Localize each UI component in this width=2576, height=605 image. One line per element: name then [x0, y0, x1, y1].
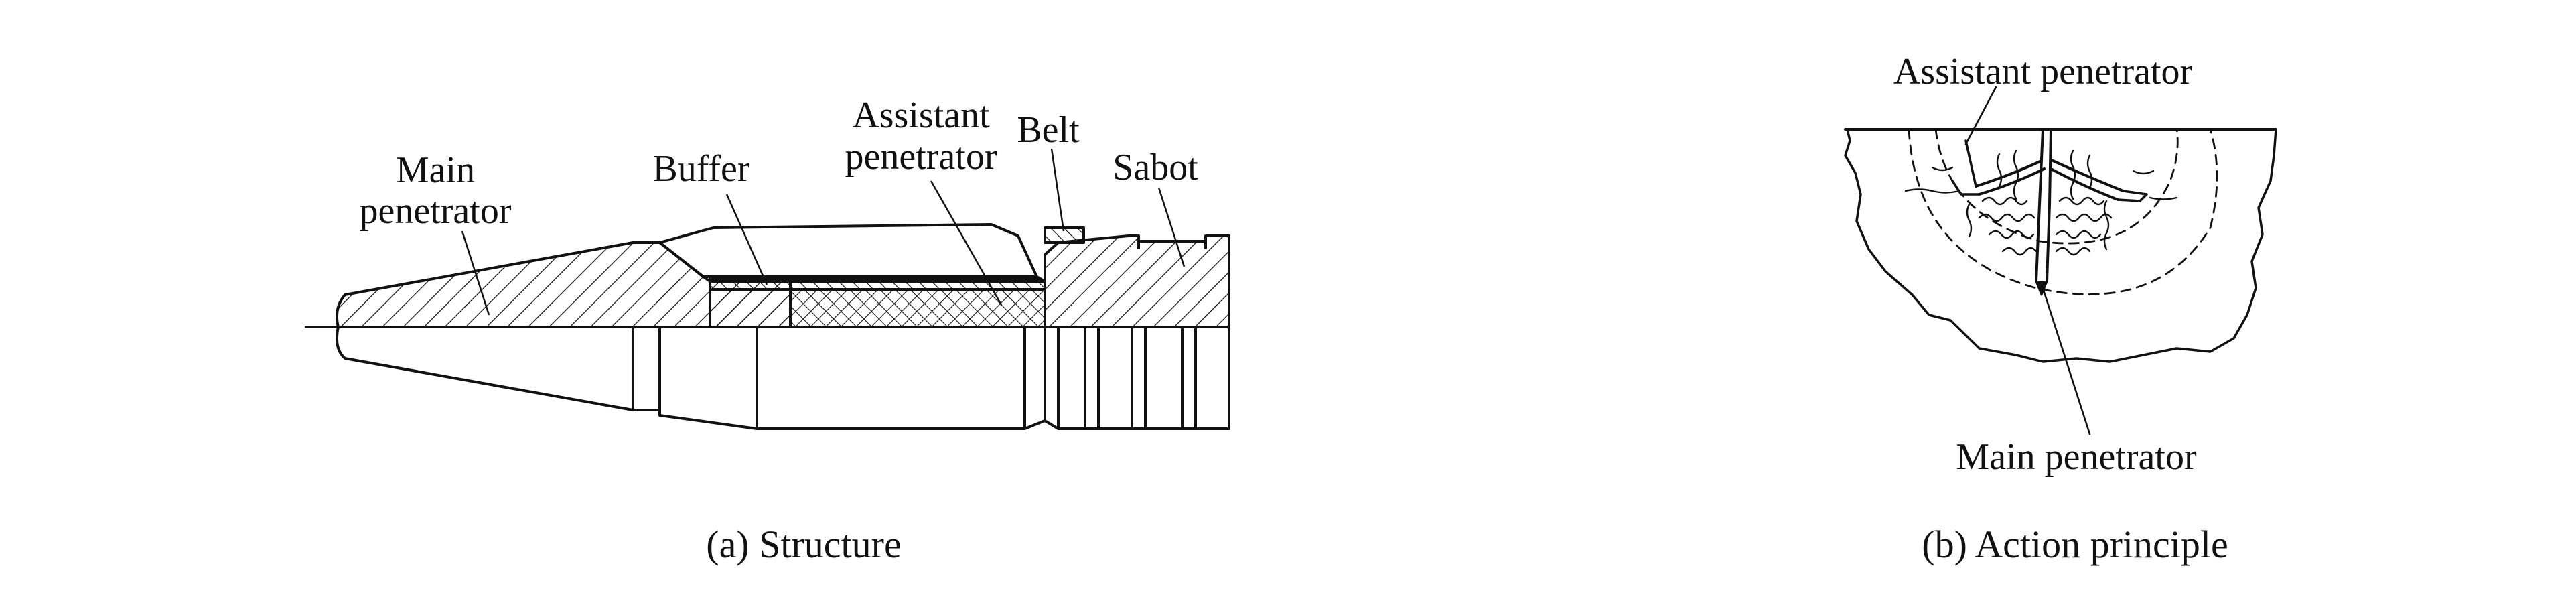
label-sabot: Sabot	[1113, 147, 1198, 188]
main-penetrator-lower	[336, 326, 634, 411]
belt	[1044, 226, 1085, 244]
structure-diagram	[305, 148, 1230, 430]
sabot-rear-rings	[1044, 327, 1230, 430]
leader-main	[461, 230, 490, 316]
label-assistant-penetrator: Assistant penetrator	[1893, 51, 2193, 92]
sabot-front-cone	[658, 223, 1038, 278]
assistant-branch-left-up	[1951, 139, 1981, 196]
structure-labels: Main penetrator Buffer Assistant penetra…	[360, 94, 1199, 232]
damage-zone-inner	[1934, 128, 2179, 245]
leader-assistant-b	[1964, 86, 1997, 145]
label-belt: Belt	[1017, 109, 1080, 151]
caption-action-principle: (b) Action principle	[1922, 523, 2228, 566]
leader-main-b	[2042, 287, 2091, 435]
label-main-line2: penetrator	[360, 190, 512, 232]
caption-structure: (a) Structure	[706, 523, 901, 566]
assistant-branch-right	[2050, 159, 2125, 201]
action-diagram	[1844, 86, 2277, 435]
assistant-branch-left	[1975, 159, 2046, 196]
leader-assistant	[930, 180, 1003, 306]
leader-buffer	[725, 194, 768, 285]
label-assistant-line2: penetrator	[845, 136, 997, 178]
sabot-section	[1044, 234, 1230, 328]
lower-body	[632, 327, 1046, 430]
target-fracture-outline	[1844, 128, 2277, 363]
leader-belt	[1050, 148, 1065, 232]
leader-sabot	[1157, 187, 1186, 267]
label-main-line1: Main	[396, 149, 475, 191]
label-assistant-line1: Assistant	[852, 94, 990, 136]
label-buffer: Buffer	[652, 148, 749, 190]
label-main-penetrator: Main penetrator	[1956, 436, 2197, 478]
assistant-branch-right-tip	[2117, 190, 2148, 202]
crack-network	[1904, 149, 2178, 256]
damage-zone-outer	[1908, 128, 2218, 295]
assistant-penetrator-section	[789, 288, 1046, 328]
main-penetrator-channel	[2035, 128, 2052, 283]
